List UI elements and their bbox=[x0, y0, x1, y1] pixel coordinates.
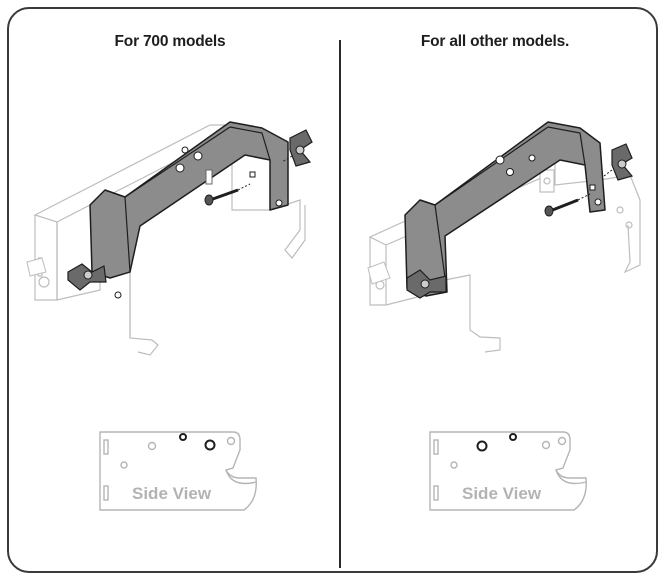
left-side-view bbox=[99, 431, 257, 511]
left-side-view-hole-highlight bbox=[179, 433, 187, 441]
left-bolt-icon bbox=[204, 183, 251, 206]
left-lower-wing-knob-icon bbox=[26, 257, 122, 299]
right-lower-wing-knob-icon bbox=[367, 261, 447, 299]
left-mounting-bracket bbox=[89, 121, 289, 279]
left-panel-title: For 700 models bbox=[114, 33, 226, 50]
panel-divider bbox=[339, 40, 341, 568]
right-wing-knob-icon bbox=[603, 143, 634, 181]
right-side-view-hole-highlight-large bbox=[476, 440, 488, 452]
right-side-view bbox=[429, 431, 587, 511]
right-mounting-bracket bbox=[404, 121, 606, 297]
left-wing-knob-icon bbox=[281, 129, 313, 167]
diagram-frame bbox=[7, 7, 658, 573]
right-panel-title: For all other models. bbox=[420, 33, 570, 50]
right-side-view-label: Side View bbox=[462, 484, 542, 503]
left-side-view-hole-highlight-large bbox=[204, 439, 216, 451]
right-side-view-hole-highlight bbox=[509, 433, 517, 441]
right-bolt-icon bbox=[544, 193, 591, 217]
left-assembly bbox=[26, 121, 313, 356]
right-assembly bbox=[367, 121, 641, 353]
left-side-view-label: Side View bbox=[132, 484, 212, 503]
